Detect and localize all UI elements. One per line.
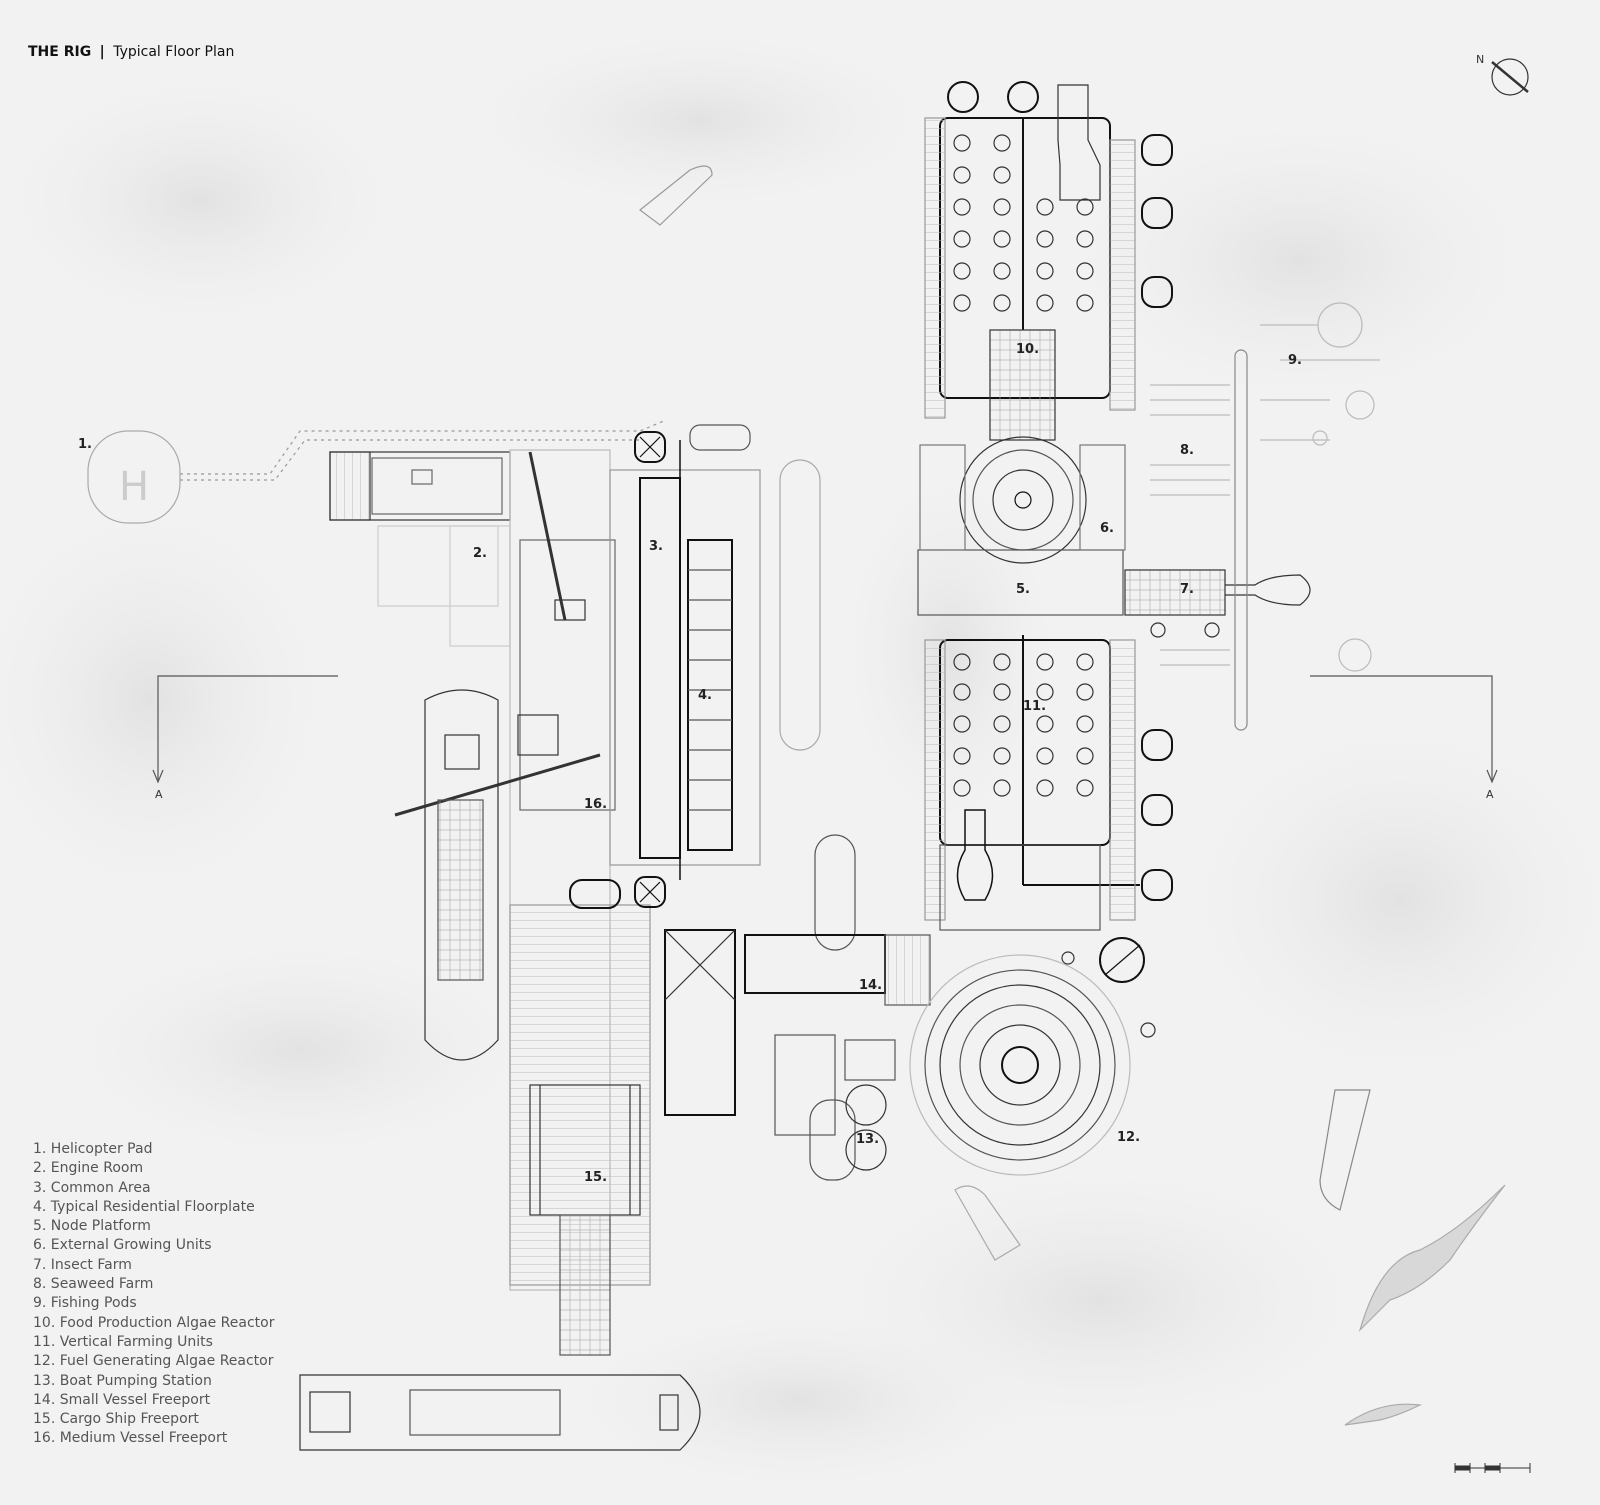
plan-label-2: 2. — [473, 546, 487, 561]
cargo-freeport-deck — [509, 904, 651, 1356]
legend-item: 2. Engine Room — [33, 1160, 144, 1177]
legend-item: 14. Small Vessel Freeport — [33, 1391, 211, 1408]
legend-item: 9. Fishing Pods — [33, 1295, 137, 1312]
legend-item: 13. Boat Pumping Station — [33, 1372, 212, 1389]
section-line — [152, 675, 1498, 784]
legend-item: 12. Fuel Generating Algae Reactor — [33, 1353, 274, 1370]
south-farming-block — [924, 635, 1173, 931]
cargo-ship-west — [424, 689, 499, 1061]
legend-item: 10. Food Production Algae Reactor — [33, 1314, 275, 1331]
compass-north-arrow-icon: N — [1476, 53, 1529, 96]
engine-room — [329, 451, 511, 647]
plan-label-3: 3. — [649, 539, 663, 554]
section-marker-west: A — [155, 788, 163, 801]
north-farming-pods — [953, 134, 1094, 312]
south-farming-pods — [953, 653, 1094, 797]
legend-item: 11. Vertical Farming Units — [33, 1333, 213, 1350]
plan-label-12: 12. — [1117, 1130, 1141, 1145]
scale-bar-icon — [1454, 1463, 1531, 1473]
plan-label-5: 5. — [1016, 582, 1030, 597]
title-separator: | — [99, 44, 105, 60]
small-vessel-dock-boat — [814, 834, 856, 951]
seagull-small — [1344, 1403, 1423, 1426]
legend-item: 7. Insect Farm — [33, 1256, 132, 1273]
plan-label-14: 14. — [859, 978, 883, 993]
north-farming-block — [924, 81, 1173, 441]
legend-item: 15. Cargo Ship Freeport — [33, 1411, 199, 1428]
plan-label-1: 1. — [78, 437, 92, 452]
plan-label-6: 6. — [1100, 521, 1114, 536]
small-boat-south — [954, 1185, 1021, 1261]
plan-label-9: 9. — [1288, 353, 1302, 368]
seaweed-farm — [1150, 384, 1330, 666]
plan-label-15: 15. — [584, 1170, 608, 1185]
legend-item: 3. Common Area — [33, 1179, 151, 1196]
plan-label-13: 13. — [856, 1132, 880, 1147]
fishing-pods — [1260, 302, 1380, 672]
plan-label-7: 7. — [1180, 582, 1194, 597]
helipad-mark: H — [119, 464, 150, 510]
legend-item: 16. Medium Vessel Freeport — [33, 1430, 228, 1447]
plan-label-4: 4. — [698, 688, 712, 703]
legend-item: 8. Seaweed Farm — [33, 1276, 154, 1293]
plan-label-16: 16. — [584, 797, 608, 812]
link-corridor — [664, 929, 931, 1171]
legend-item: 1. Helicopter Pad — [33, 1141, 153, 1157]
moored-vessel-east — [779, 459, 821, 751]
small-boat-east — [1319, 1089, 1371, 1211]
seagull-large — [1358, 1184, 1506, 1333]
plan-label-11: 11. — [1023, 699, 1047, 714]
fuel-algae-reactor — [909, 937, 1156, 1176]
plan-label-10: 10. — [1016, 342, 1040, 357]
svg-text:N: N — [1476, 53, 1484, 66]
title-brand: THE RIG — [28, 44, 92, 60]
cargo-ship-south — [299, 1374, 701, 1451]
legend-item: 4. Typical Residential Floorplate — [33, 1198, 255, 1215]
residential-block — [569, 424, 761, 909]
legend-item: 5. Node Platform — [33, 1218, 151, 1235]
section-marker-east: A — [1486, 788, 1494, 801]
legend-item: 6. External Growing Units — [33, 1237, 212, 1254]
node-platform — [917, 349, 1311, 731]
legend: 1. Helicopter Pad 2. Engine Room 3. Comm… — [33, 1140, 274, 1449]
small-boat-north — [639, 165, 713, 226]
plan-label-8: 8. — [1180, 443, 1194, 458]
page-title: THE RIG | Typical Floor Plan — [28, 44, 234, 60]
title-subtitle: Typical Floor Plan — [113, 44, 235, 60]
helicopter-pad — [87, 419, 667, 524]
